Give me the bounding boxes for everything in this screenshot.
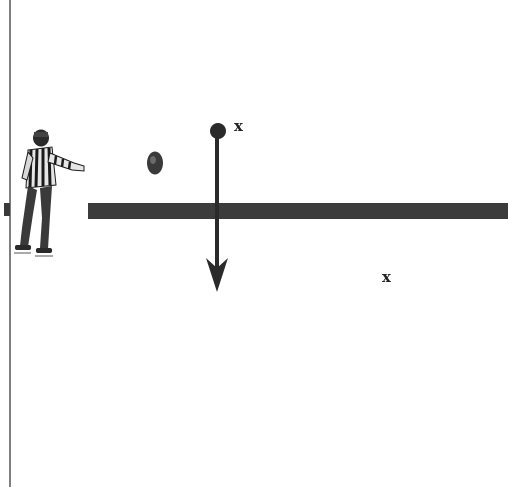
puck <box>147 152 163 175</box>
wall-tick <box>4 203 10 216</box>
horizontal-bar <box>88 203 508 219</box>
x-marker: x <box>382 268 392 286</box>
dot-marker-label: x <box>234 117 244 135</box>
referee-figure <box>14 130 84 257</box>
